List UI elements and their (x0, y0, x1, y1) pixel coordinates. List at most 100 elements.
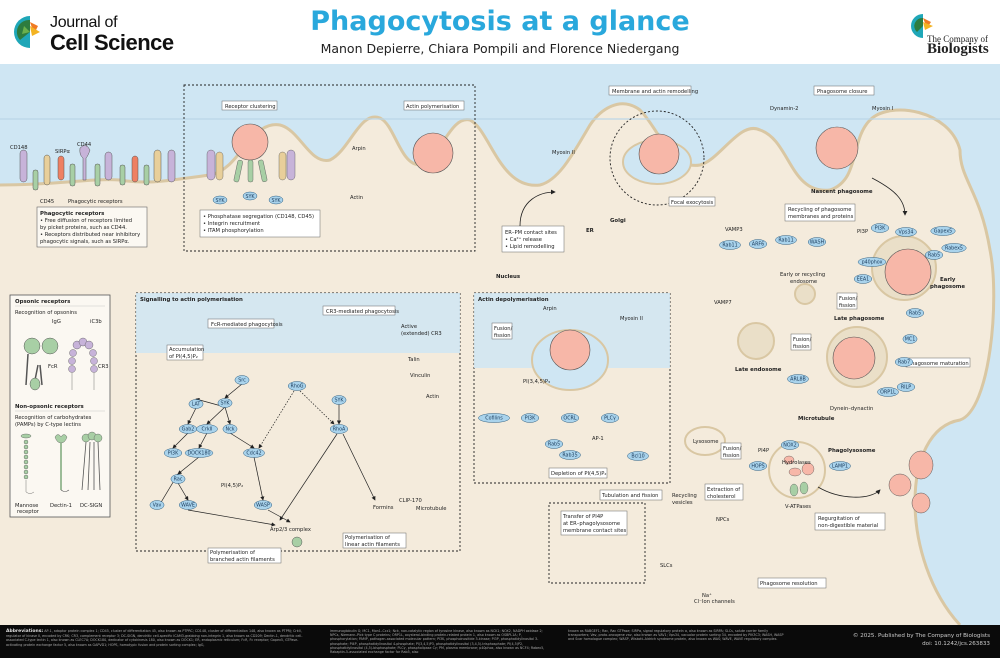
protein-node-rab5[interactable]: Rab5 (544, 439, 564, 449)
protein-label: Rab11 (778, 238, 793, 244)
protein-node-lamp1[interactable]: LAMP1 (829, 461, 851, 471)
transfer-box: membrane contact sites (563, 528, 626, 534)
protein-node-arf6[interactable]: ARF6 (748, 239, 768, 249)
publisher-name-small: The Company of (927, 34, 988, 44)
journal-logo-icon (14, 16, 40, 48)
doi-link[interactable]: doi: 10.1242/jcs.263833 (922, 641, 990, 647)
protein-node-gab2[interactable]: Gab2 (178, 424, 198, 434)
label-ion-channels: Ion channels (702, 599, 735, 605)
protein-node-syk[interactable]: SYK (331, 395, 347, 405)
protein-label: Cofilins (485, 416, 503, 422)
protein-label: Rabex5 (945, 246, 963, 252)
pathway-arrow (267, 509, 291, 523)
mannose-receptor (20, 433, 35, 494)
protein-node-vav[interactable]: Vav (149, 500, 165, 510)
label-late-endosome: Late endosome (735, 367, 782, 373)
protein-node-crkii[interactable]: CrkII (196, 424, 218, 434)
signalling-title: Signalling to actin polymerisation (140, 297, 243, 303)
regurgitated-particle (908, 450, 934, 480)
protein-node-rab5[interactable]: Rab5 (924, 250, 944, 260)
protein-node-vps34[interactable]: Vps34 (895, 227, 917, 237)
phagocytosis-diagram: CD148 SIRPα CD44 CD45 Phagocytic recepto… (0, 64, 1000, 627)
protein-node-rab35[interactable]: Rab35 (559, 450, 581, 460)
protein-node-cofilins[interactable]: Cofilins (478, 413, 510, 423)
clustering-item: • ITAM phosphorylation (203, 228, 264, 234)
protein-node-pi3k[interactable]: PI3K (163, 448, 183, 458)
protein-node-arl8b[interactable]: ARL8B (787, 374, 809, 384)
label-mannose-receptor: receptor (17, 509, 40, 515)
protein-node-rab7[interactable]: Rab7 (894, 357, 914, 367)
protein-node-rac[interactable]: Rac (170, 474, 186, 484)
protein-node-wave[interactable]: WAVE (178, 500, 198, 510)
publisher-logo[interactable]: The Company of Biologists (905, 10, 995, 60)
fusion-label: Fusion/ (494, 326, 513, 332)
protein-node-syk[interactable]: SYK (217, 398, 233, 408)
pathway-arrow (177, 482, 189, 501)
fusion-label: fission (494, 333, 511, 339)
cd45-receptor (153, 149, 162, 183)
protein-node-hops[interactable]: HOPS (748, 461, 768, 471)
protein-node-rilp[interactable]: RILP (896, 382, 916, 392)
plasma-membrane (0, 102, 996, 627)
protein-label: RILP (901, 385, 911, 391)
protein-node-rhoa[interactable]: RhoA (329, 424, 349, 434)
protein-node-p40phox[interactable]: p40phox (857, 257, 887, 267)
phagocytic-receptor (32, 169, 39, 191)
protein-label: Vav (153, 503, 162, 509)
copyright-block: © 2025. Published by The Company of Biol… (853, 632, 990, 648)
phagocytic-receptors-box: Phagocytic receptors • Free diffusion of… (36, 206, 148, 248)
protein-node-pi3k[interactable]: PI3K (870, 223, 890, 233)
protein-node-mc1[interactable]: MC1 (902, 334, 918, 344)
label-vinculin: Vinculin (410, 373, 430, 379)
protein-node-wash[interactable]: WASH (807, 237, 827, 247)
protein-node-bcl10[interactable]: Bcl10 (627, 451, 649, 461)
diagram-canvas: CD148 SIRPα CD44 CD45 Phagocytic recepto… (0, 64, 1000, 627)
label-phagocytic-receptors: Phagocytic receptors (68, 199, 123, 205)
protein-label: EEA1 (857, 277, 869, 283)
node-syk[interactable] (242, 191, 258, 201)
svg-text:SYK: SYK (271, 198, 281, 204)
box-item: • Free diffusion of receptors limited (40, 218, 132, 224)
nonopsonic-subtitle: Recognition of carbohydrates (15, 415, 92, 421)
protein-node-lat[interactable]: LAT (188, 399, 204, 409)
protein-node-src[interactable]: Src (234, 375, 250, 385)
protein-label: PLCγ (604, 416, 616, 422)
protein-node-nox2[interactable]: NOX2 (780, 440, 800, 450)
protein-node-eea1[interactable]: EEA1 (853, 274, 873, 284)
protein-label: RhoA (333, 427, 346, 433)
protein-node-dock180[interactable]: DOCK180 (184, 448, 214, 458)
cd148-receptor (167, 149, 176, 183)
protein-node-rab11[interactable]: Rab11 (719, 240, 741, 250)
protein-label: Rab5 (928, 253, 940, 259)
journal-logo[interactable]: Journal of Cell Science (10, 10, 180, 56)
label-early-endosome: endosome (790, 279, 817, 285)
label-phagolysosome: Phagolysosome (828, 448, 876, 454)
protein-node-rab5[interactable]: Rab5 (905, 308, 925, 318)
branched-box: Polymerisation of (210, 550, 255, 556)
box-title: Phagocytic receptors (40, 211, 104, 217)
protein-node-plc-[interactable]: PLCγ (600, 413, 620, 423)
protein-node-ocrl[interactable]: OCRL (560, 413, 580, 423)
er-pm-item: • Ca²⁺ release (505, 237, 542, 243)
protein-node-orp1l[interactable]: ORP1L (877, 387, 899, 397)
protein-node-wasp[interactable]: WASP (253, 500, 273, 510)
fusion-label: Fusion/ (839, 296, 858, 302)
signalling-panel: Signalling to actin polymerisation FcR-m… (135, 292, 461, 564)
protein-node-rabex5[interactable]: Rabex5 (941, 243, 967, 253)
node-syk[interactable] (268, 195, 284, 205)
opsonic-title: Opsonic receptors (15, 299, 70, 305)
label-hydrolases: Hydrolases (782, 460, 811, 466)
protein-node-nck[interactable]: Nck (222, 424, 238, 434)
label-vamp3: VAMP3 (725, 227, 743, 233)
protein-node-gapex5[interactable]: Gapex5 (930, 226, 956, 236)
protein-label: Rab5 (909, 311, 921, 317)
protein-label: Gapex5 (934, 229, 952, 235)
protein-node-rhog[interactable]: RhoG (287, 381, 307, 391)
actin-polymerisation-title: Actin polymerisation (406, 104, 459, 110)
protein-node-rab11[interactable]: Rab11 (775, 235, 797, 245)
protein-node-cdc42[interactable]: Cdc42 (243, 448, 265, 458)
protein-node-pi3k[interactable]: PI3K (520, 413, 540, 423)
receptor-types-box: Opsonic receptors Recognition of opsonin… (9, 294, 111, 518)
cd45-receptor (43, 154, 51, 186)
node-syk[interactable] (212, 195, 228, 205)
